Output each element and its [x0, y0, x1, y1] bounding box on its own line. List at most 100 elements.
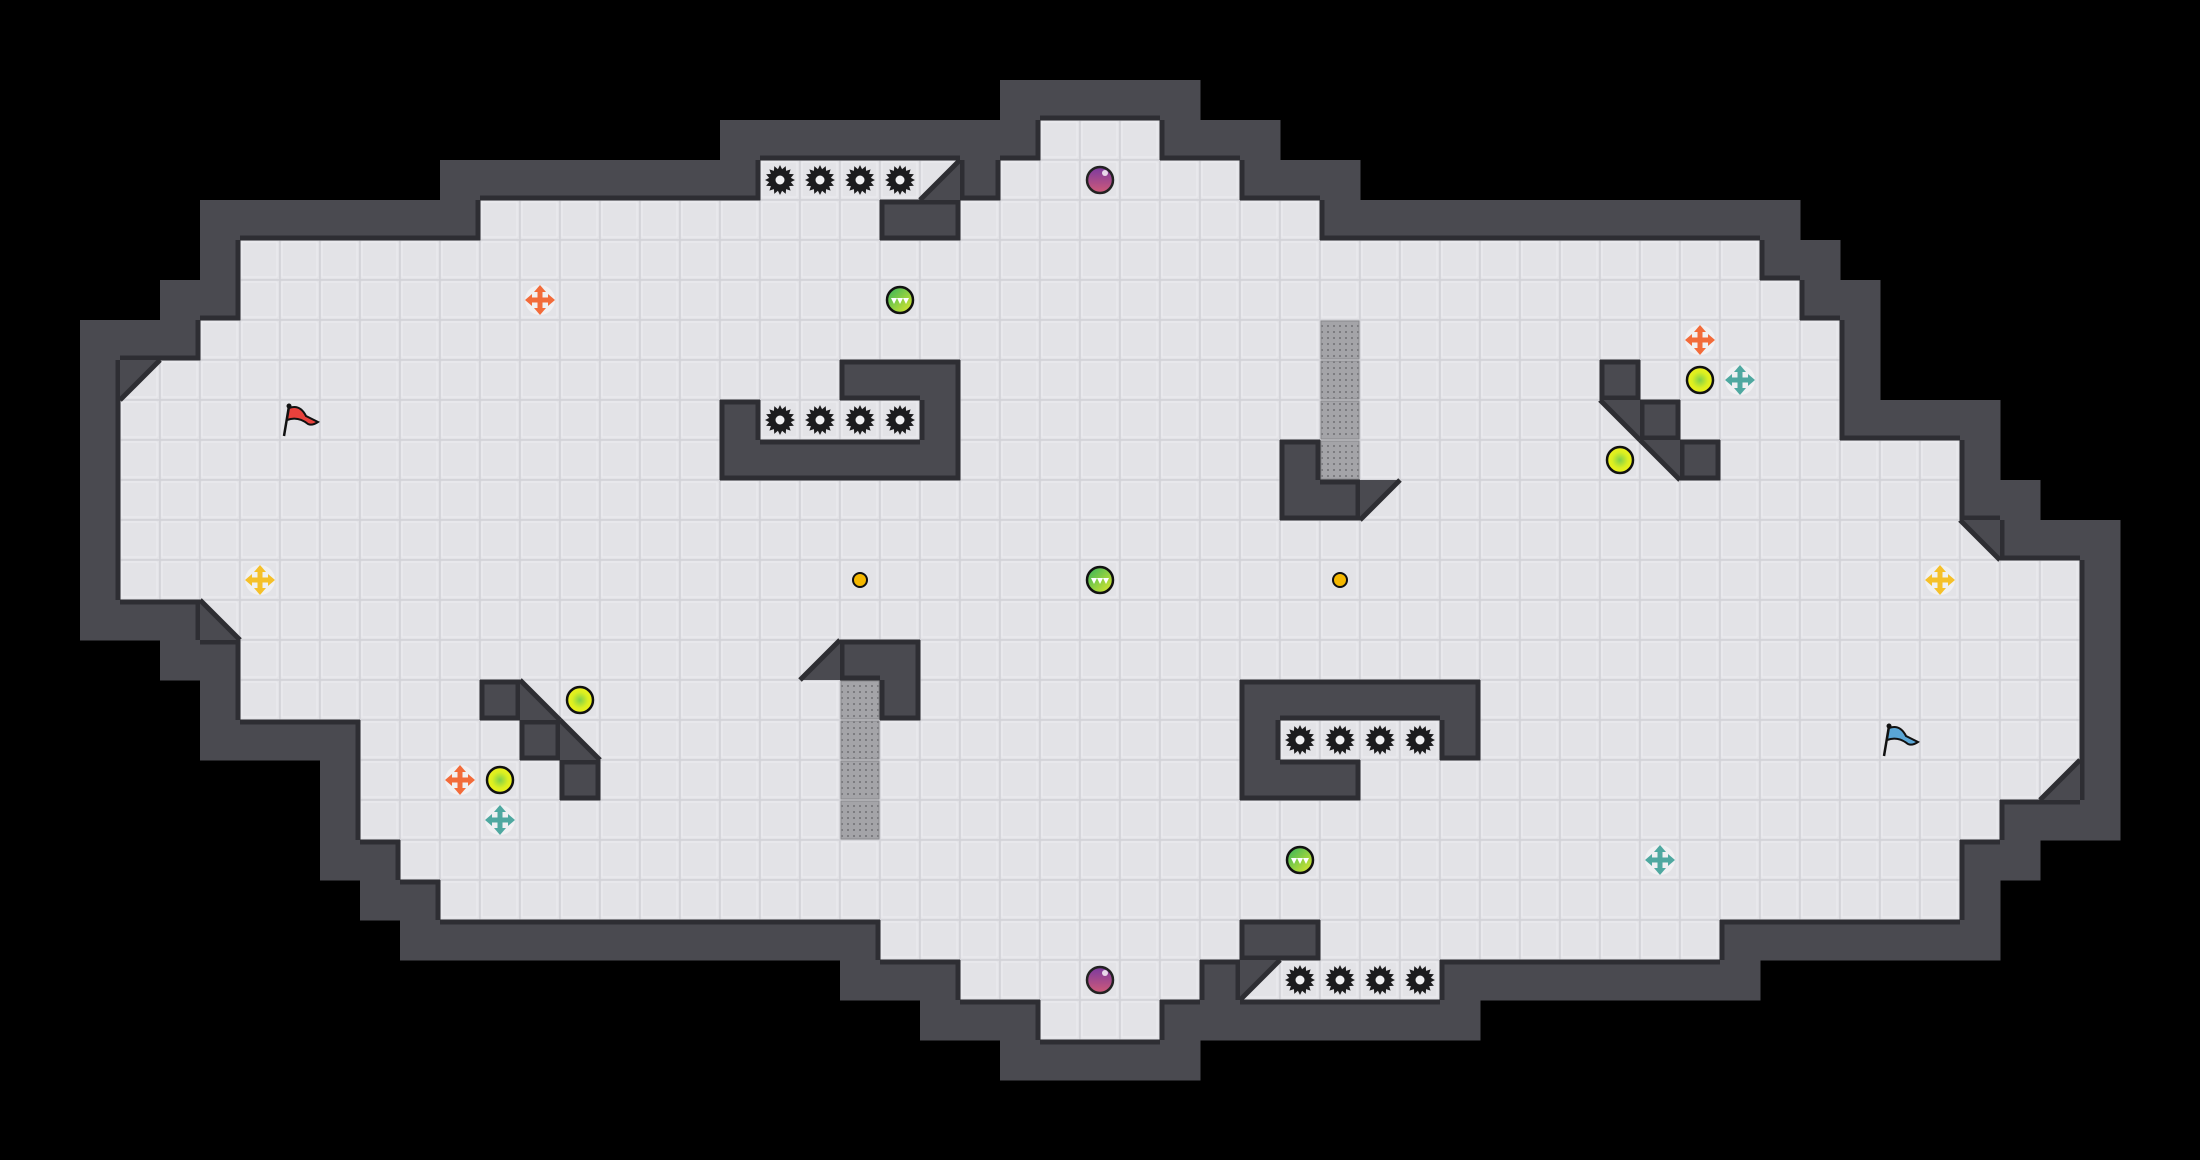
floor-tile	[199, 439, 241, 481]
floor-tile-highlight	[1321, 961, 1358, 998]
floor-tile-highlight	[1721, 601, 1758, 638]
floor-tile-highlight	[481, 521, 518, 558]
wall-tile	[80, 480, 121, 521]
floor-tile	[359, 639, 401, 681]
floor-tile	[1919, 719, 1961, 761]
floor-tile	[479, 519, 521, 561]
floor-tile-highlight	[641, 361, 678, 398]
floor-tile-highlight	[721, 361, 758, 398]
wall-tile	[1760, 920, 1801, 961]
floor-tile	[1159, 679, 1201, 721]
floor-tile	[999, 239, 1041, 281]
floor-tile-highlight	[321, 321, 358, 358]
wall-tile	[2080, 560, 2121, 601]
floor-tile	[639, 439, 681, 481]
floor-tile	[1919, 799, 1961, 841]
floor-tile-highlight	[801, 361, 838, 398]
floor-tile-highlight	[1001, 281, 1038, 318]
wall-tile	[1440, 680, 1481, 721]
floor-tile-highlight	[841, 481, 878, 518]
floor-tile	[1559, 239, 1601, 281]
wall-tile	[1920, 400, 1961, 441]
floor-tile	[1239, 879, 1281, 921]
floor-tile	[1119, 439, 1161, 481]
floor-tile-highlight	[1401, 361, 1438, 398]
floor-tile-highlight	[881, 721, 918, 758]
lime-bomb-icon	[485, 765, 515, 795]
floor-tile-highlight	[1041, 961, 1078, 998]
floor-tile-highlight	[961, 481, 998, 518]
floor-tile-highlight	[1521, 321, 1558, 358]
wall-tile	[720, 120, 761, 161]
red-flag-icon[interactable]	[282, 403, 320, 437]
floor-tile	[399, 759, 441, 801]
floor-tile	[1599, 279, 1641, 321]
spike-icon	[1285, 725, 1315, 755]
floor-tile-highlight	[1121, 321, 1158, 358]
floor-tile-highlight	[1601, 761, 1638, 798]
floor-tile-highlight	[961, 521, 998, 558]
floor-tile-highlight	[1681, 481, 1718, 518]
floor-tile	[1479, 279, 1521, 321]
wall-tile	[1680, 960, 1721, 1001]
floor-tile	[759, 559, 801, 601]
floor-tile-highlight	[761, 761, 798, 798]
floor-tile	[1279, 279, 1321, 321]
floor-tile	[399, 639, 441, 681]
floor-tile	[1839, 719, 1881, 761]
wall-tile	[1640, 200, 1681, 241]
floor-tile-highlight	[961, 201, 998, 238]
floor-tile-highlight	[321, 601, 358, 638]
wall-tile	[280, 720, 321, 761]
wall-tile	[160, 600, 201, 641]
floor-tile	[559, 639, 601, 681]
floor-tile	[1319, 519, 1361, 561]
blue-flag-icon[interactable]	[1882, 723, 1920, 757]
floor-tile-highlight	[1201, 281, 1238, 318]
floor-tile-highlight	[1761, 801, 1798, 838]
wall-layer	[80, 80, 2121, 1081]
wall-tile	[1240, 160, 1281, 201]
floor-tile-highlight	[1001, 601, 1038, 638]
wall-tile	[1680, 200, 1721, 241]
floor-tile	[1239, 199, 1281, 241]
floor-tile-highlight	[681, 241, 718, 278]
floor-tile	[1679, 639, 1721, 681]
floor-tile-highlight	[321, 281, 358, 318]
wall-tile	[2040, 800, 2081, 841]
floor-tile-highlight	[1041, 841, 1078, 878]
floor-tile-highlight	[1121, 681, 1158, 718]
wall-tile	[1640, 960, 1681, 1001]
floor-tile-highlight	[1241, 441, 1278, 478]
floor-tile-highlight	[441, 241, 478, 278]
floor-tile	[959, 799, 1001, 841]
floor-tile-highlight	[641, 801, 678, 838]
floor-tile-highlight	[521, 361, 558, 398]
floor-tile	[1999, 559, 2041, 601]
floor-tile-highlight	[721, 841, 758, 878]
floor-tile-highlight	[1241, 641, 1278, 678]
floor-tile	[1079, 119, 1121, 161]
floor-tile	[759, 319, 801, 361]
wall-tile	[960, 120, 1001, 161]
floor-tile	[1159, 319, 1201, 361]
floor-tile-highlight	[1641, 481, 1678, 518]
floor-tile	[919, 839, 961, 881]
floor-tile	[999, 959, 1041, 1001]
floor-tile	[1599, 759, 1641, 801]
wall-tile	[1280, 160, 1321, 201]
floor-tile-highlight	[1281, 561, 1318, 598]
floor-tile-highlight	[201, 401, 238, 438]
floor-tile	[1519, 519, 1561, 561]
floor-tile-highlight	[1481, 361, 1518, 398]
floor-tile	[399, 439, 441, 481]
floor-tile-highlight	[881, 801, 918, 838]
floor-tile	[1719, 399, 1761, 441]
floor-tile-highlight	[1041, 601, 1078, 638]
floor-tile-highlight	[1481, 321, 1518, 358]
button-icon[interactable]	[1332, 572, 1348, 588]
button-icon[interactable]	[852, 572, 868, 588]
floor-tile	[559, 199, 601, 241]
floor-tile	[679, 239, 721, 281]
floor-tile-highlight	[1481, 841, 1518, 878]
